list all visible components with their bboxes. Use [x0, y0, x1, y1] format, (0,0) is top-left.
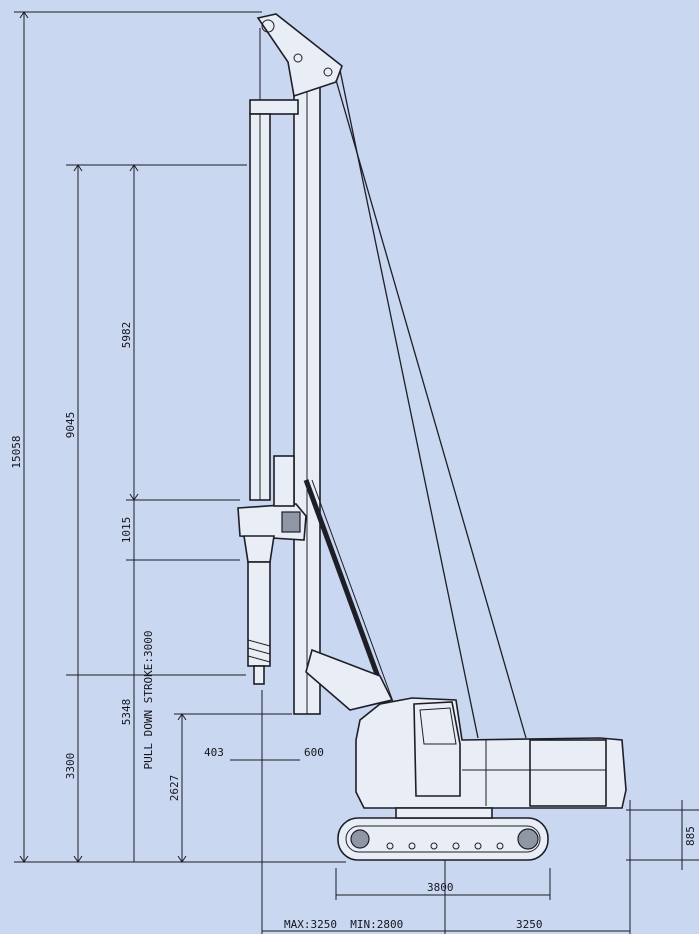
- dim-track-height: 885: [684, 826, 697, 846]
- dimension-labels: 15058 9045 5982 1015 5348 PULL DOWN STRO…: [10, 322, 697, 931]
- dim-tail-radius: 3250: [516, 918, 543, 931]
- dim-mast-height: 9045: [64, 412, 77, 439]
- operator-cab: [413, 701, 461, 797]
- dim-offset-right: 600: [304, 746, 324, 759]
- swivel: [249, 99, 299, 115]
- dim-total-height: 15058: [10, 435, 23, 468]
- dim-radius-range: MAX:3250 MIN:2800: [284, 918, 403, 931]
- dim-lower-height: 5348: [120, 699, 133, 726]
- hoist-rope: [339, 69, 479, 739]
- dim-track-length: 3800: [427, 881, 454, 894]
- dim-pull-down-stroke: PULL DOWN STROKE:3000: [142, 630, 155, 769]
- dim-pile-height: 2627: [168, 775, 181, 802]
- dim-kelly-upper: 5982: [120, 322, 133, 349]
- dimension-lines: [14, 11, 699, 934]
- dim-kelly-mid: 1015: [120, 517, 133, 544]
- dim-offset-left: 403: [204, 746, 224, 759]
- dim-rotary-height: 3300: [64, 753, 77, 780]
- drilling-rig: [237, 13, 627, 861]
- counterweight: [529, 739, 607, 807]
- drilling-tool: [247, 561, 271, 667]
- boom-link: [305, 648, 394, 711]
